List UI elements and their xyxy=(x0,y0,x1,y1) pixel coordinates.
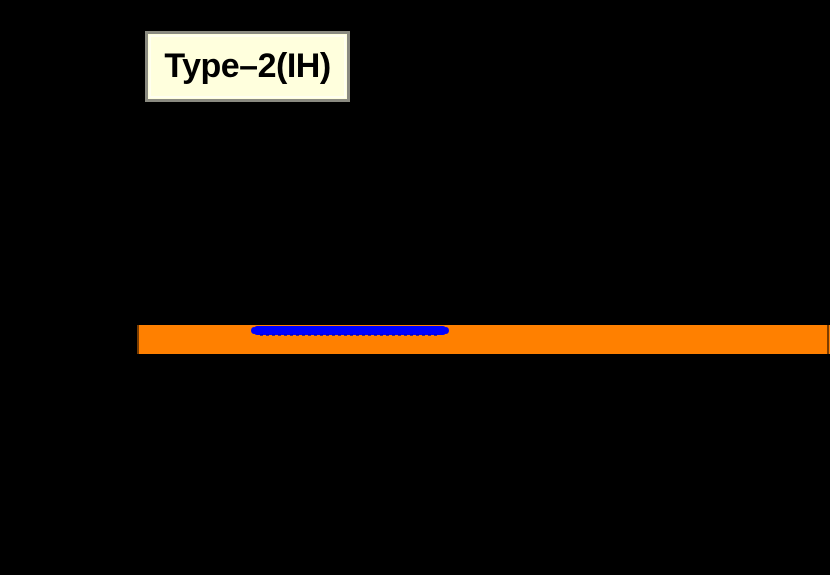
blue-highlight-segment xyxy=(251,326,449,335)
band-left-edge xyxy=(137,325,139,354)
blue-segment-shadow xyxy=(260,334,440,336)
type-label-box: Type–2(IH) xyxy=(145,31,350,102)
type-label-text: Type–2(IH) xyxy=(164,47,331,85)
orange-band xyxy=(137,325,830,354)
band-right-edge xyxy=(827,325,829,354)
